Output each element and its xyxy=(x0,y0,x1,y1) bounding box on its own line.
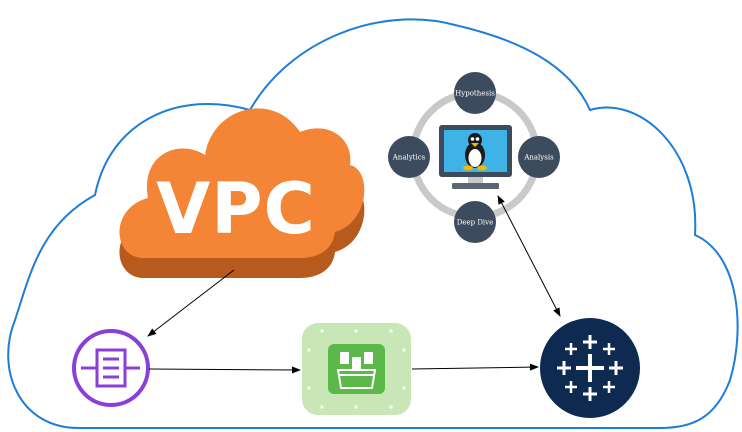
node-analytics: Analytics xyxy=(388,136,430,178)
data-bucket-icon xyxy=(302,323,411,415)
tableau-logo-icon xyxy=(540,318,640,418)
node-deep-dive: Deep Dive xyxy=(454,201,496,243)
node-analytics-label: Analytics xyxy=(392,154,426,162)
cloud-outline xyxy=(7,18,739,429)
arrow-vpc-to-ingest xyxy=(147,269,235,337)
linux-monitor-icon xyxy=(439,125,512,189)
linux-hub: Hypothesis Analytics Analysis Deep Dive xyxy=(388,72,560,243)
node-deep-dive-label: Deep Dive xyxy=(457,219,494,227)
arrow-storage-to-tableau xyxy=(411,363,539,371)
arrow-ingest-to-storage xyxy=(148,366,301,374)
vpc-label: VPC xyxy=(156,168,316,250)
vpc-cloud-icon: VPC xyxy=(119,108,365,278)
node-analysis-label: Analysis xyxy=(523,154,554,162)
ingestion-stream-icon xyxy=(72,329,150,407)
arrow-linux-tableau xyxy=(497,195,561,317)
tux-icon xyxy=(463,133,487,171)
node-analysis: Analysis xyxy=(518,136,560,178)
node-hypothesis-label: Hypothesis xyxy=(455,90,495,98)
node-hypothesis: Hypothesis xyxy=(454,72,496,114)
